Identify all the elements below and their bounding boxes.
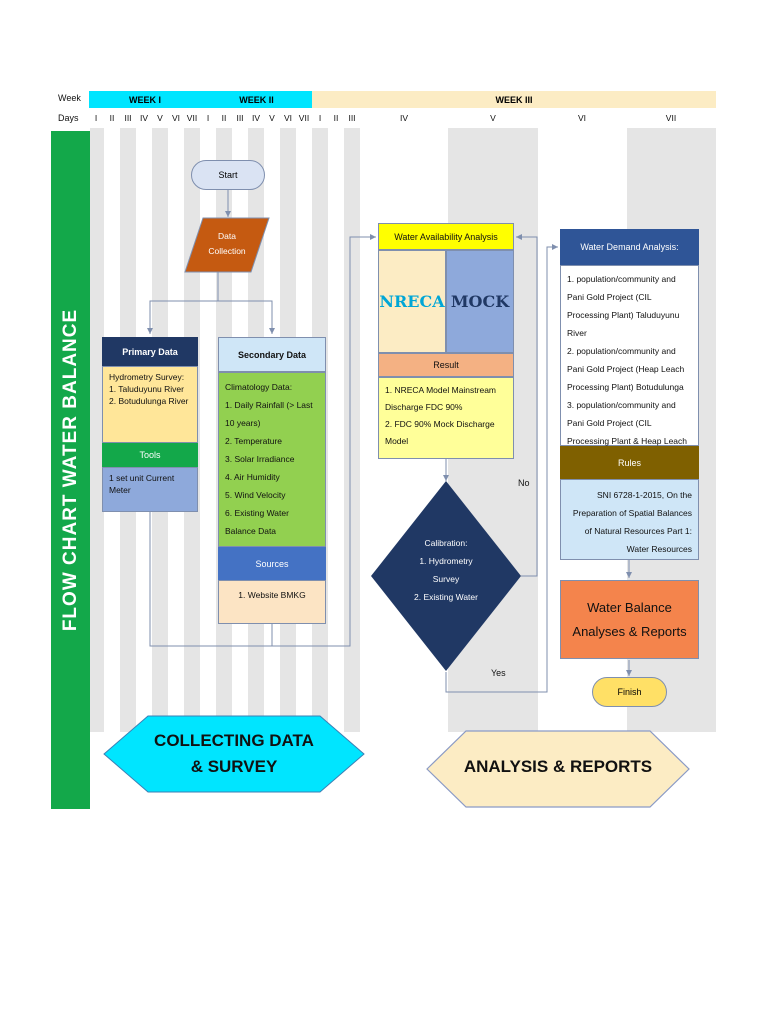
day-label: VI [577, 113, 587, 123]
day-label: II [221, 113, 227, 123]
phase-hexagon-analysis [426, 730, 690, 808]
tools-title: Tools [102, 443, 198, 467]
day-label: II [333, 113, 339, 123]
data-to-primary-connector [147, 272, 219, 334]
day-label: III [348, 113, 356, 123]
water-availability-title: Water Availability Analysis [378, 223, 514, 250]
secondary-data-title: Secondary Data [218, 337, 326, 372]
side-title-bar: FLOW CHART WATER BALANCE [51, 131, 90, 809]
finish-terminal: Finish [592, 677, 667, 707]
day-label: I [318, 113, 322, 123]
start-terminal: Start [191, 160, 265, 190]
day-label: IV [251, 113, 261, 123]
week-1-header: WEEK I [89, 91, 201, 108]
water-balance-reports-box: Water Balance Analyses & Reports [560, 580, 699, 659]
day-column-band [344, 128, 360, 732]
no-label: No [518, 478, 530, 488]
day-label: VII [186, 113, 198, 123]
day-label: I [94, 113, 98, 123]
primary-to-availability-connector [149, 234, 376, 647]
finish-label: Finish [617, 687, 642, 697]
calibration-diamond [371, 481, 521, 671]
day-label: VI [283, 113, 293, 123]
day-label: VII [665, 113, 677, 123]
rules-body: SNI 6728-1-2015, On the Preparation of S… [560, 479, 699, 560]
day-label: I [206, 113, 210, 123]
day-label: III [124, 113, 132, 123]
water-demand-body: 1. population/community and Pani Gold Pr… [560, 265, 699, 464]
phase-label-analysis: ANALYSIS & REPORTS [463, 757, 653, 776]
secondary-data-body: Climatology Data: 1. Daily Rainfall (> L… [218, 372, 326, 547]
phase-label-collecting: COLLECTING DATA & SURVEY [154, 731, 314, 776]
yes-label: Yes [491, 668, 506, 678]
sources-title: Sources [218, 547, 326, 580]
data-collection-label: Data Collection [208, 231, 246, 256]
data-collection-parallelogram [184, 217, 270, 273]
tools-body: 1 set unit Current Meter [102, 467, 198, 512]
day-label: V [490, 113, 496, 123]
result-body: 1. NRECA Model Mainstream Discharge FDC … [378, 377, 514, 459]
day-label: II [109, 113, 115, 123]
water-demand-title: Water Demand Analysis: [560, 229, 699, 265]
data-to-secondary-connector [218, 300, 275, 334]
week-2-header: WEEK II [201, 91, 312, 108]
day-label: IV [139, 113, 149, 123]
day-column-band [90, 128, 104, 732]
day-label: V [269, 113, 275, 123]
day-label: IV [399, 113, 409, 123]
days-row-label: Days [58, 113, 79, 123]
primary-data-title: Primary Data [102, 337, 198, 366]
calibration-yes-connector [445, 244, 558, 693]
primary-data-body: Hydrometry Survey: 1. Taluduyunu River 2… [102, 366, 198, 443]
week-row-label: Week [58, 93, 81, 103]
calibration-no-connector [516, 234, 538, 577]
calibration-label: Calibration: 1. Hydrometry Survey 2. Exi… [414, 538, 478, 602]
sources-body: 1. Website BMKG [218, 580, 326, 624]
day-label: VI [171, 113, 181, 123]
day-label: V [157, 113, 163, 123]
result-title: Result [378, 353, 514, 377]
rules-title: Rules [560, 446, 699, 479]
day-label: VII [298, 113, 310, 123]
day-label: III [236, 113, 244, 123]
week-3-header: WEEK III [312, 91, 716, 108]
phase-hexagon-collecting [103, 715, 365, 793]
nreca-method: NRECA [378, 250, 446, 353]
mock-method: MOCK [446, 250, 514, 353]
start-label: Start [218, 170, 238, 180]
